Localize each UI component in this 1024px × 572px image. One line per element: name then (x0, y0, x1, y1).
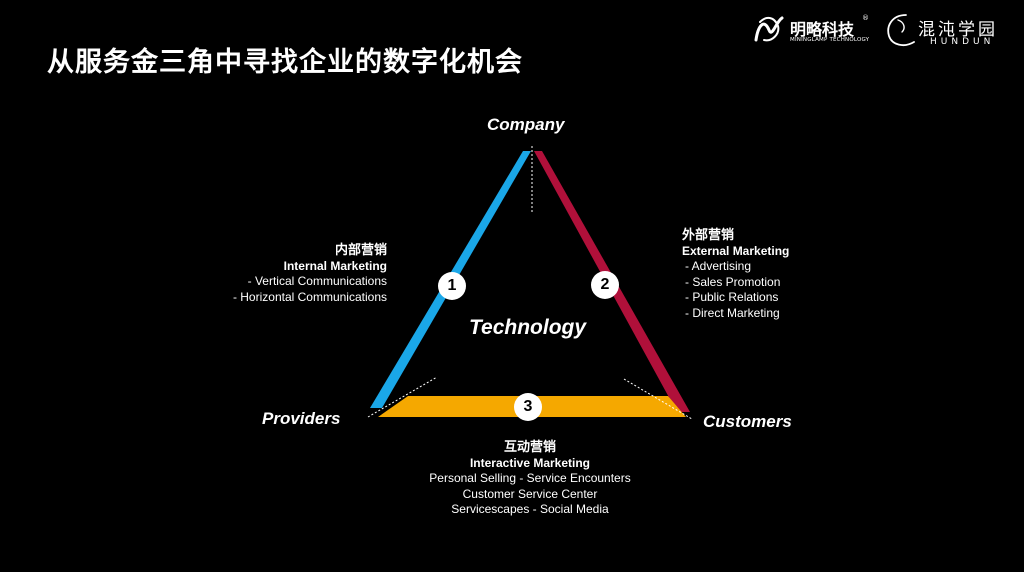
interactive-title-en: Interactive Marketing (469, 455, 591, 470)
external-item: - Sales Promotion (685, 274, 781, 289)
vertex-providers: Providers (262, 409, 341, 428)
hundun-logo-name: 混沌学园 (918, 20, 998, 40)
vertex-company: Company (487, 115, 565, 134)
internal-marketing-block: 内部营销 Internal Marketing - Vertical Commu… (233, 243, 387, 305)
registered-mark: ® (862, 14, 869, 22)
page-title: 从服务金三角中寻找企业的数字化机会 (47, 47, 523, 78)
interactive-item: Customer Service Center (462, 486, 598, 501)
interactive-title-cn: 互动营销 (503, 440, 556, 455)
internal-title-en: Internal Marketing (283, 258, 387, 273)
vertex-customers: Customers (703, 412, 792, 431)
minglue-logo-name: 明略科技 (790, 20, 855, 39)
internal-title-cn: 内部营销 (334, 243, 387, 258)
internal-item: - Vertical Communications (247, 274, 387, 288)
interactive-item: Personal Selling - Service Encounters (429, 471, 631, 485)
providers-divider-line (367, 376, 438, 418)
external-item: - Advertising (685, 259, 752, 273)
minglue-logo-icon (754, 16, 784, 42)
minglue-logo: 明略科技 ® MININGLAMP TECHNOLOGY (752, 10, 872, 46)
customers-divider-line (623, 378, 693, 420)
badge-interactive: 3 (514, 393, 542, 421)
external-item: - Direct Marketing (685, 305, 780, 320)
badge-external: 2 (591, 271, 619, 299)
external-title-en: External Marketing (682, 243, 790, 258)
hundun-logo-icon (887, 14, 915, 47)
interactive-marketing-block: 互动营销 Interactive Marketing Personal Sell… (392, 440, 668, 518)
external-marketing-block: 外部营销 External Marketing - Advertising - … (682, 228, 789, 321)
badge-internal: 1 (438, 272, 466, 300)
hundun-logo: 混沌学园 HUNDUN (884, 10, 1014, 47)
external-item: - Public Relations (685, 290, 779, 304)
external-title-cn: 外部营销 (682, 228, 735, 243)
internal-item: - Horizontal Communications (232, 289, 387, 304)
hundun-logo-subtitle: HUNDUN (930, 37, 995, 47)
minglue-logo-subtitle: MININGLAMP TECHNOLOGY (790, 37, 870, 43)
center-technology: Technology (469, 316, 587, 339)
interactive-item: Servicescapes - Social Media (451, 502, 609, 516)
